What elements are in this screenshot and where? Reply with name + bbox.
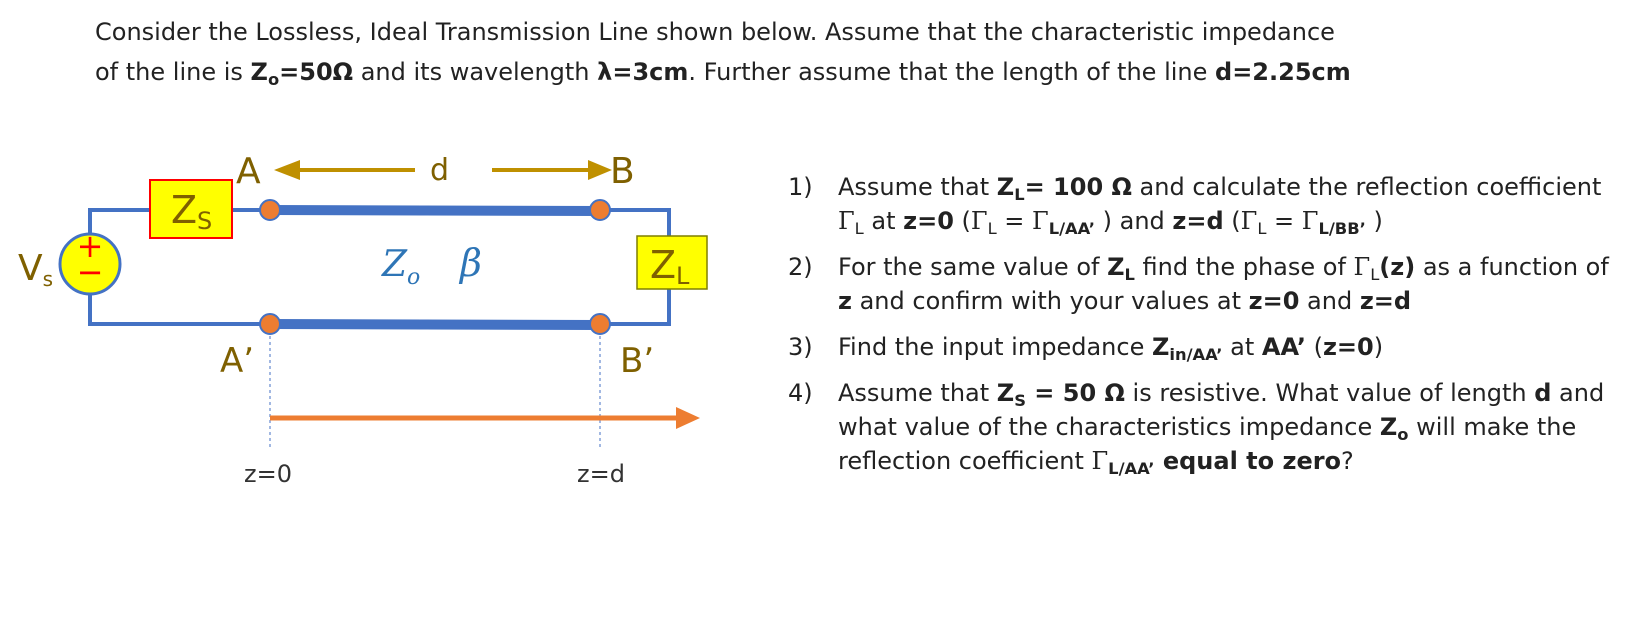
question-text: Assume that ZS = 50 Ω is resistive. What… xyxy=(838,379,1605,479)
terminal-b-prime xyxy=(589,313,611,335)
bottom-left-wire xyxy=(88,293,270,326)
intro-line-1: Consider the Lossless, Ideal Transmissio… xyxy=(95,18,1335,46)
source-impedance-box xyxy=(149,179,233,239)
line-impedance-label: Zo xyxy=(381,244,420,290)
axis-label-z0: z=0 xyxy=(244,460,292,488)
intro-text: . Further assume that the length of the … xyxy=(688,58,1216,86)
terminal-a-prime xyxy=(259,313,281,335)
voltage-source xyxy=(58,232,122,296)
terminal-a xyxy=(259,199,281,221)
top-conductor xyxy=(269,205,601,216)
source-minus: − xyxy=(77,253,104,291)
question-1: 1) Assume that ZL= 100 Ω and calculate t… xyxy=(788,170,1618,238)
label-a: A xyxy=(236,151,261,192)
source-plus: + xyxy=(77,227,104,265)
question-list: 1) Assume that ZL= 100 Ω and calculate t… xyxy=(788,170,1618,490)
question-2: 2) For the same value of ZL find the pha… xyxy=(788,250,1618,318)
arrow-left-icon xyxy=(274,160,300,180)
question-text: Assume that ZL= 100 Ω and calculate the … xyxy=(838,173,1602,239)
intro-line-2: of the line is Zo=50Ω and its wavelength… xyxy=(95,52,1605,92)
label-d: d xyxy=(430,153,449,188)
load-impedance-box xyxy=(636,235,708,290)
question-3: 3) Find the input impedance Zin/AA’ at A… xyxy=(788,330,1618,364)
transmission-line-diagram: ZS ZL + − Vs A B A’ B’ d Zo β z=0 z=d xyxy=(18,151,708,488)
terminal-b xyxy=(589,199,611,221)
intro-text: of the line is xyxy=(95,58,251,86)
bottom-conductor xyxy=(269,319,601,330)
label-b: B xyxy=(610,151,635,192)
problem-statement: Consider the Lossless, Ideal Transmissio… xyxy=(95,12,1605,92)
question-4: 4) Assume that ZS = 50 Ω is resistive. W… xyxy=(788,376,1618,478)
question-number: 3) xyxy=(788,333,813,361)
zs-label: ZS xyxy=(171,188,212,235)
axis-label-zd: z=d xyxy=(577,460,625,488)
question-text: For the same value of ZL find the phase … xyxy=(838,253,1609,315)
question-number: 1) xyxy=(788,173,813,201)
intro-text: and its wavelength xyxy=(353,58,598,86)
z0-spec: Zo=50Ω xyxy=(250,58,354,90)
question-number: 4) xyxy=(788,379,813,407)
label-a-prime: A’ xyxy=(220,341,254,381)
zl-label: ZL xyxy=(650,243,690,290)
propagation-constant-label: β xyxy=(458,241,482,285)
length-arrow xyxy=(274,160,612,180)
arrow-right-icon xyxy=(588,160,612,180)
question-text: Find the input impedance Zin/AA’ at AA’ … xyxy=(838,333,1384,365)
question-number: 2) xyxy=(788,253,813,281)
label-b-prime: B’ xyxy=(620,341,654,381)
bottom-right-wire xyxy=(600,289,671,326)
wavelength-spec: λ=3cm xyxy=(597,58,689,86)
vs-label: Vs xyxy=(18,248,53,291)
top-right-wire xyxy=(600,208,671,236)
length-spec: d=2.25cm xyxy=(1215,58,1351,86)
circuit-wires xyxy=(88,208,671,326)
z-axis-arrow-icon xyxy=(676,407,700,429)
